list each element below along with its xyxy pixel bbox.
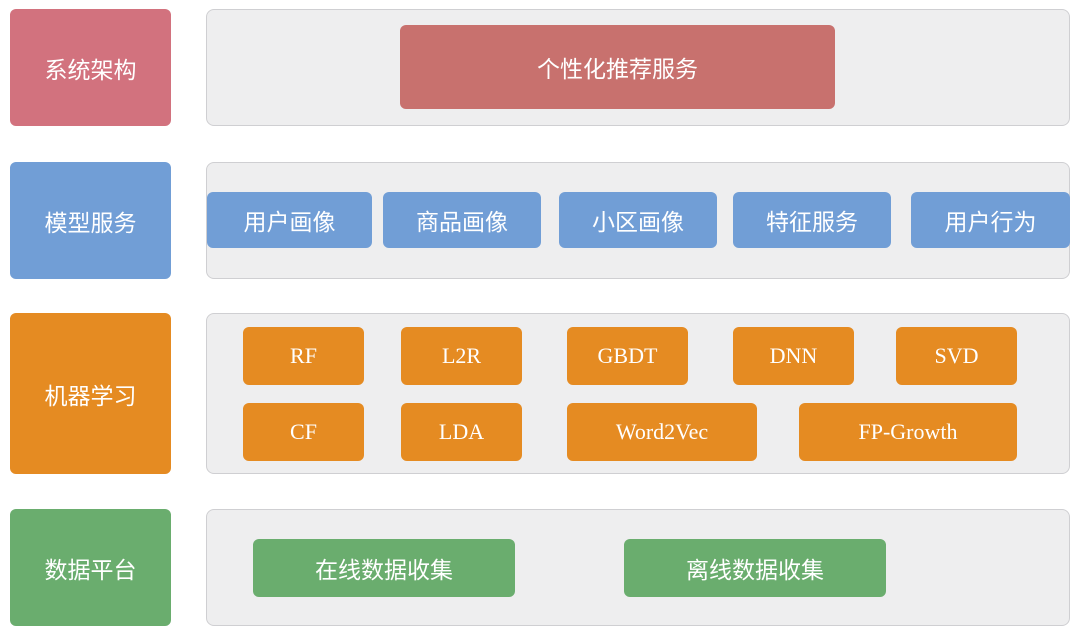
layer-label-data-platform: 数据平台 [10, 509, 171, 626]
data-box-offline-collection: 离线数据收集 [624, 539, 886, 597]
layer-label-system: 系统架构 [10, 9, 171, 126]
layer-label-model-service: 模型服务 [10, 162, 171, 279]
data-box-online-collection: 在线数据收集 [253, 539, 515, 597]
model-box-product-profile: 商品画像 [383, 192, 541, 248]
ml-box-l2r: L2R [401, 327, 522, 385]
ml-box-svd: SVD [896, 327, 1017, 385]
layer-label-machine-learning: 机器学习 [10, 313, 171, 474]
model-box-user-behavior: 用户行为 [911, 192, 1070, 248]
ml-box-cf: CF [243, 403, 364, 461]
ml-box-rf: RF [243, 327, 364, 385]
ml-box-lda: LDA [401, 403, 522, 461]
model-box-feature-service: 特征服务 [733, 192, 891, 248]
personalized-recommendation-service-box: 个性化推荐服务 [400, 25, 835, 109]
ml-box-gbdt: GBDT [567, 327, 688, 385]
model-box-user-profile: 用户画像 [207, 192, 372, 248]
ml-box-dnn: DNN [733, 327, 854, 385]
ml-box-word2vec: Word2Vec [567, 403, 757, 461]
ml-box-fp-growth: FP-Growth [799, 403, 1017, 461]
model-box-community-profile: 小区画像 [559, 192, 717, 248]
